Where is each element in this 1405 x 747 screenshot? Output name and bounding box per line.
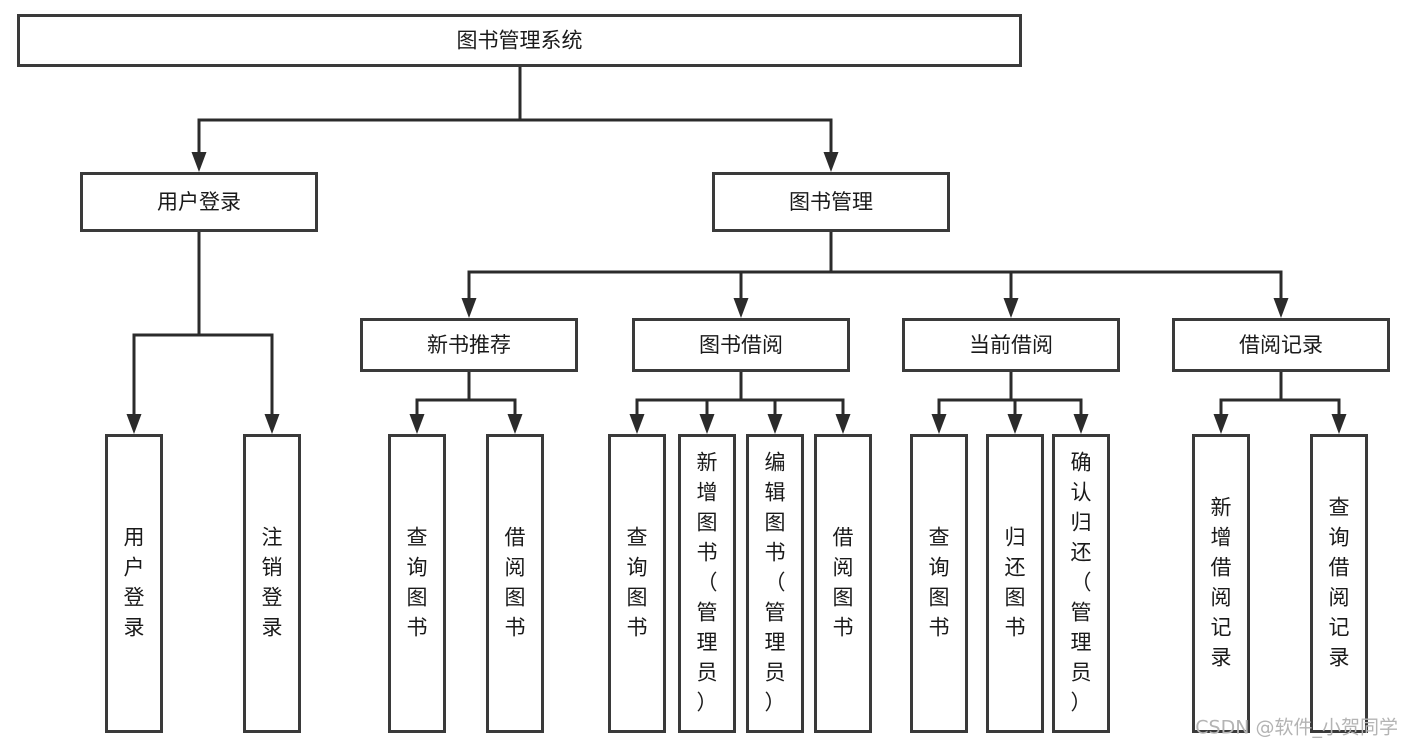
arrow-head-icon [629, 414, 645, 434]
node-label-leaf-borrow-book-2: 借阅图书 [833, 526, 854, 640]
node-box-root [17, 14, 1022, 67]
node-label-leaf-borrow-book-1: 借阅图书 [505, 526, 526, 640]
node-label-leaf-query-book-3: 查询图书 [929, 526, 950, 640]
node-borrow-record[interactable]: 借阅记录 [1172, 318, 1390, 372]
node-box-leaf-add-book [678, 434, 736, 733]
node-root[interactable]: 图书管理系统 [17, 14, 1022, 67]
node-label-leaf-return-book: 归还图书 [1005, 526, 1026, 640]
arrow-head-icon [931, 414, 947, 434]
node-label-root: 图书管理系统 [457, 29, 583, 53]
node-box-leaf-confirm-return [1052, 434, 1110, 733]
node-book-borrow[interactable]: 图书借阅 [632, 318, 850, 372]
node-leaf-borrow-book-2[interactable]: 借阅图书 [814, 434, 872, 733]
connector-group-root [191, 65, 839, 172]
node-label-leaf-query-book-1: 查询图书 [407, 526, 428, 640]
node-label-new-book-recommend: 新书推荐 [427, 333, 511, 357]
node-label-leaf-confirm-return: 确认归还（管理员） [1071, 451, 1092, 715]
node-box-leaf-add-record [1192, 434, 1250, 733]
node-leaf-return-book[interactable]: 归还图书 [986, 434, 1044, 733]
node-box-leaf-edit-book [746, 434, 804, 733]
arrow-head-icon [1073, 414, 1089, 434]
node-layer: 图书管理系统用户登录图书管理新书推荐图书借阅当前借阅借阅记录用户登录注销登录查询… [17, 14, 1390, 733]
node-leaf-add-record[interactable]: 新增借阅记录 [1192, 434, 1250, 733]
node-new-book-recommend[interactable]: 新书推荐 [360, 318, 578, 372]
connector-group-book-borrow [629, 370, 851, 434]
edge-layer [126, 65, 1347, 434]
node-box-leaf-query-record [1310, 434, 1368, 733]
node-box-leaf-user-login [105, 434, 163, 733]
node-label-leaf-query-record: 查询借阅记录 [1329, 496, 1350, 670]
node-box-leaf-query-book-2 [608, 434, 666, 733]
node-label-borrow-record: 借阅记录 [1239, 333, 1323, 357]
node-label-leaf-add-book: 新增图书（管理员） [697, 451, 718, 715]
arrow-head-icon [126, 414, 142, 434]
node-label-leaf-edit-book: 编辑图书（管理员） [765, 451, 786, 715]
connector-group-book-manage [461, 230, 1289, 318]
node-leaf-query-book-1[interactable]: 查询图书 [388, 434, 446, 733]
arrow-head-icon [507, 414, 523, 434]
connector-group-new-book-recommend [409, 370, 523, 434]
arrow-head-icon [733, 298, 749, 318]
arrow-head-icon [191, 152, 207, 172]
node-label-leaf-user-login: 用户登录 [124, 526, 145, 640]
node-box-new-book-recommend [360, 318, 578, 372]
arrow-head-icon [835, 414, 851, 434]
node-leaf-logout[interactable]: 注销登录 [243, 434, 301, 733]
arrow-head-icon [1007, 414, 1023, 434]
arrow-head-icon [1213, 414, 1229, 434]
arrow-head-icon [1331, 414, 1347, 434]
node-box-book-manage [712, 172, 950, 232]
watermark-label: CSDN @软件_小贺同学 [1195, 717, 1398, 739]
arrow-head-icon [699, 414, 715, 434]
node-label-book-manage: 图书管理 [789, 190, 873, 214]
node-leaf-edit-book[interactable]: 编辑图书（管理员） [746, 434, 804, 733]
node-label-current-borrow: 当前借阅 [969, 333, 1053, 357]
node-box-current-borrow [902, 318, 1120, 372]
node-label-leaf-add-record: 新增借阅记录 [1211, 496, 1232, 670]
arrow-head-icon [767, 414, 783, 434]
node-leaf-confirm-return[interactable]: 确认归还（管理员） [1052, 434, 1110, 733]
node-leaf-query-book-3[interactable]: 查询图书 [910, 434, 968, 733]
arrow-head-icon [823, 152, 839, 172]
connector-group-current-borrow [931, 370, 1089, 434]
node-current-borrow[interactable]: 当前借阅 [902, 318, 1120, 372]
node-label-book-borrow: 图书借阅 [699, 333, 783, 357]
node-box-book-borrow [632, 318, 850, 372]
node-leaf-add-book[interactable]: 新增图书（管理员） [678, 434, 736, 733]
connector-group-user-login [126, 230, 280, 434]
node-box-leaf-query-book-3 [910, 434, 968, 733]
connector-group-borrow-record [1213, 370, 1347, 434]
node-book-manage[interactable]: 图书管理 [712, 172, 950, 232]
node-box-leaf-return-book [986, 434, 1044, 733]
node-user-login[interactable]: 用户登录 [80, 172, 318, 232]
arrow-head-icon [409, 414, 425, 434]
arrow-head-icon [461, 298, 477, 318]
node-label-leaf-query-book-2: 查询图书 [627, 526, 648, 640]
node-box-borrow-record [1172, 318, 1390, 372]
node-leaf-user-login[interactable]: 用户登录 [105, 434, 163, 733]
arrow-head-icon [264, 414, 280, 434]
node-label-user-login: 用户登录 [157, 190, 241, 214]
node-leaf-borrow-book-1[interactable]: 借阅图书 [486, 434, 544, 733]
node-leaf-query-book-2[interactable]: 查询图书 [608, 434, 666, 733]
node-box-leaf-query-book-1 [388, 434, 446, 733]
node-leaf-query-record[interactable]: 查询借阅记录 [1310, 434, 1368, 733]
arrow-head-icon [1273, 298, 1289, 318]
node-box-user-login [80, 172, 318, 232]
node-label-leaf-logout: 注销登录 [262, 526, 283, 640]
node-box-leaf-borrow-book-2 [814, 434, 872, 733]
node-box-leaf-logout [243, 434, 301, 733]
node-box-leaf-borrow-book-1 [486, 434, 544, 733]
arrow-head-icon [1003, 298, 1019, 318]
